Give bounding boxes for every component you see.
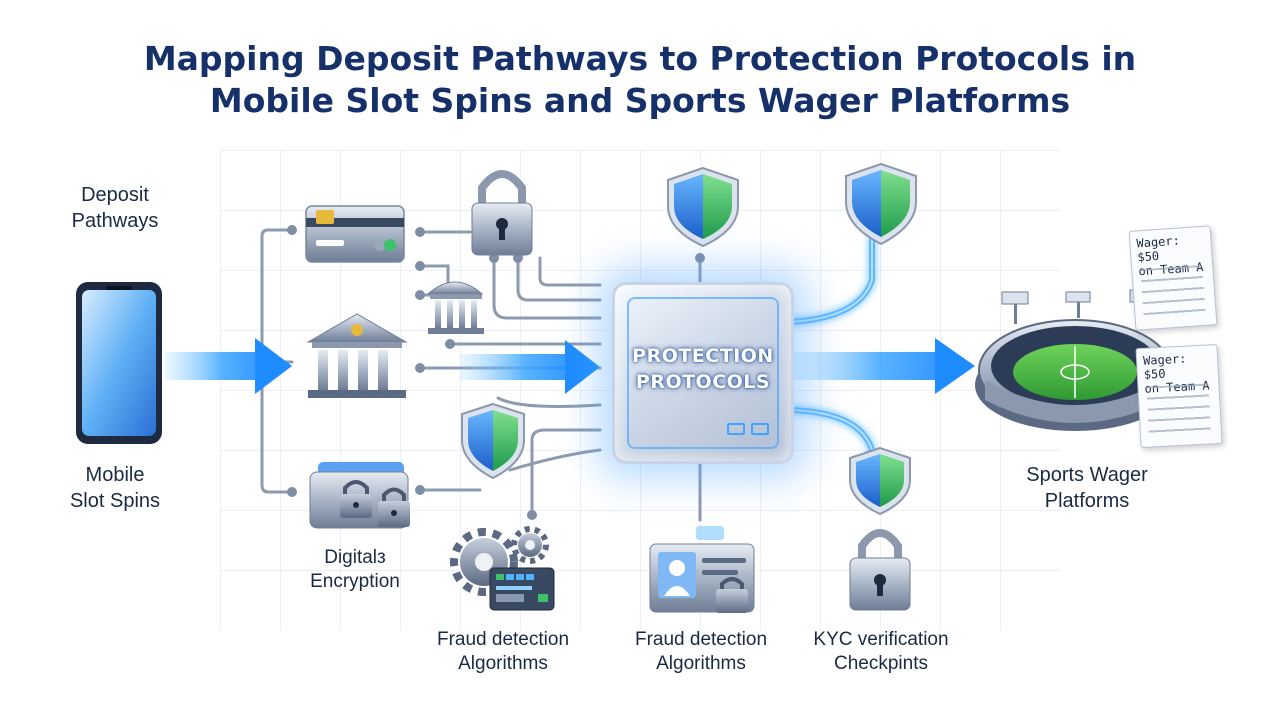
padlock-icon [849, 529, 911, 611]
padlock-icon [471, 170, 533, 256]
label-line: Fraud detection [634, 629, 768, 650]
protection-protocols-hub: PROTECTION PROTOCOLS [612, 282, 794, 464]
hub-label-line-1: PROTECTION [632, 345, 774, 367]
label-line: Fraud detection [436, 629, 570, 650]
shield-icon [667, 166, 739, 248]
bank-icon [306, 313, 408, 398]
label-deposit-pathways: Deposit Pathways [40, 182, 190, 234]
label-line: KYC verification [813, 629, 949, 650]
hub-indicator [727, 423, 745, 435]
hub-inner-frame [627, 297, 779, 449]
label-line: Platforms [1044, 490, 1130, 512]
wager-ticket-icon: Wager: $50 on Team A [1135, 343, 1223, 449]
flow-arrow-3 [790, 338, 975, 394]
label-mobile-slot-spins: Mobile Slot Spins [40, 462, 190, 514]
flow-arrow-2 [460, 340, 600, 394]
label-line: Slot Spins [69, 490, 161, 512]
label-line: Checkpints [834, 653, 928, 674]
page-title: Mapping Deposit Pathways to Protection P… [0, 38, 1280, 122]
label-line: Algorithms [656, 653, 746, 674]
label-line: Deposit [81, 184, 149, 206]
label-kyc-verification: KYC verification Checkpints [796, 628, 966, 676]
label-line: Sports Wager [1026, 464, 1148, 486]
label-line: Encryption [310, 571, 400, 592]
shield-icon [845, 162, 917, 246]
credit-card-icon [305, 205, 405, 263]
encrypted-wallet-icon [309, 462, 410, 529]
id-card-icon [649, 526, 755, 613]
hub-label-line-2: PROTOCOLS [635, 371, 771, 393]
label-line: Mobile [85, 464, 145, 486]
label-sports-wager-platforms: Sports Wager Platforms [992, 462, 1182, 514]
title-line-2: Mobile Slot Spins and Sports Wager Platf… [209, 81, 1071, 120]
ticket-rows [1140, 264, 1206, 324]
hub-label: PROTECTION PROTOCOLS [615, 343, 791, 395]
hub-indicator [751, 423, 769, 435]
stadium-icon [975, 289, 1175, 431]
title-line-1: Mapping Deposit Pathways to Protection P… [143, 39, 1137, 78]
gears-icon [450, 526, 555, 611]
label-fraud-detection-1: Fraud detection Algorithms [418, 628, 588, 676]
label-line: Digitalз [324, 547, 386, 568]
label-digital-encryption: Digitalз Encryption [280, 546, 430, 594]
small-bank-icon [426, 281, 484, 334]
ticket-rows [1146, 383, 1212, 441]
label-fraud-detection-2: Fraud detection Algorithms [616, 628, 786, 676]
label-line: Algorithms [458, 653, 548, 674]
shield-icon [849, 446, 911, 516]
flow-arrow-1 [165, 338, 292, 394]
wager-ticket-icon: Wager: $50 on Team A [1128, 225, 1218, 331]
ticket-line-1: Wager: $50 [1142, 351, 1187, 382]
shield-icon [461, 402, 525, 480]
smartphone-icon [76, 282, 162, 444]
label-line: Pathways [71, 210, 159, 232]
